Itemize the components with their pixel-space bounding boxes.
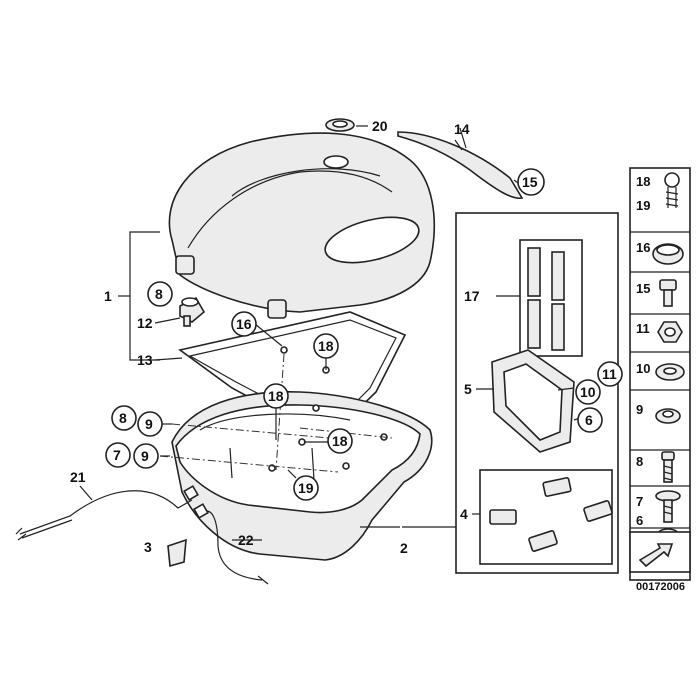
- lid-hinge-right: [267, 299, 287, 319]
- legend-16: 16: [636, 240, 650, 255]
- lid-lock-hole: [323, 155, 349, 169]
- assembly-dash-lines: [159, 353, 393, 473]
- legend-8: 8: [636, 454, 643, 469]
- legend-10: 10: [636, 361, 650, 376]
- legend-15: 15: [636, 281, 650, 296]
- label-1: 1: [104, 288, 112, 304]
- label-19: 19: [298, 480, 314, 496]
- screw-head-icon: [664, 172, 680, 188]
- lock-12: [179, 296, 206, 327]
- legend-19: 19: [636, 198, 650, 213]
- legend-11: 11: [636, 321, 650, 336]
- label-12: 12: [137, 315, 153, 331]
- screw-8-icon: [661, 451, 675, 461]
- legend-7: 7: [636, 494, 643, 509]
- legend-9: 9: [636, 402, 643, 417]
- label-9-top: 9: [145, 416, 153, 432]
- label-20: 20: [372, 118, 388, 134]
- label-6: 6: [585, 412, 593, 428]
- legend-18: 18: [636, 174, 650, 189]
- label-14: 14: [454, 121, 470, 137]
- lid-badge-recess: [324, 216, 420, 264]
- label-22: 22: [238, 532, 254, 548]
- label-3: 3: [144, 539, 152, 555]
- label-11: 11: [602, 366, 617, 382]
- reflector-3: [167, 538, 187, 568]
- kit-panel: [455, 212, 619, 574]
- label-5: 5: [464, 381, 472, 397]
- cable-21: [15, 485, 199, 541]
- label-10: 10: [580, 384, 596, 400]
- label-15: 15: [522, 174, 538, 190]
- label-8-mid: 8: [119, 410, 127, 426]
- label-21: 21: [70, 469, 86, 485]
- callout-labels: 1 2 3 4 5 6 7 8 8 9 9 10 11 12 13 14 15 …: [70, 118, 617, 556]
- label-8-top: 8: [155, 286, 163, 302]
- label-7: 7: [113, 447, 121, 463]
- label-18-mid: 18: [268, 388, 284, 404]
- label-17: 17: [464, 288, 480, 304]
- trim-strip-14: [397, 131, 524, 199]
- label-18-low: 18: [332, 433, 348, 449]
- label-18-top: 18: [318, 338, 334, 354]
- label-9-bottom: 9: [141, 448, 149, 464]
- bolt-icon: [659, 279, 677, 291]
- label-16: 16: [236, 316, 252, 332]
- label-4: 4: [460, 506, 468, 522]
- label-13: 13: [137, 352, 153, 368]
- lid-hinge-left: [175, 255, 195, 275]
- legend-labels: 18 19 16 15 11 10 9 8 7 6: [636, 174, 650, 528]
- legend-6: 6: [636, 513, 643, 528]
- top-case-lid: [168, 132, 436, 319]
- reference-arrow-icon: [638, 543, 674, 568]
- callout-circles: [105, 168, 623, 501]
- cable-22: [193, 503, 269, 585]
- diagram-code: 00172006: [636, 581, 685, 593]
- fastener-legend: [629, 167, 691, 581]
- lock-cover-20: [325, 118, 368, 132]
- label-2: 2: [400, 540, 408, 556]
